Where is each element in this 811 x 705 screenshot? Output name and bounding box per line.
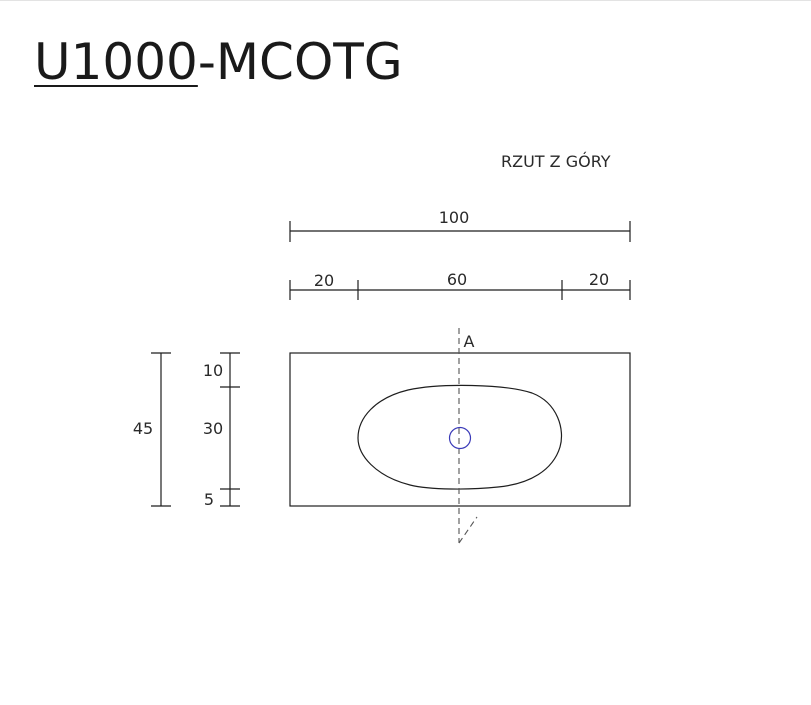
dim-left-margin: 20 <box>314 271 334 290</box>
segment-depth-dimension <box>220 352 240 507</box>
dim-top-margin: 10 <box>203 361 223 380</box>
segment-width-dimension <box>289 280 631 300</box>
dim-bottom-margin: 5 <box>204 490 214 509</box>
drain-hole-icon <box>448 426 472 450</box>
page-title: U1000-MCOTG <box>34 30 403 94</box>
dim-right-margin: 20 <box>589 270 609 289</box>
dim-overall-depth: 45 <box>133 419 153 438</box>
overall-width-dimension <box>289 221 631 242</box>
dim-basin-width: 60 <box>447 270 467 289</box>
dim-overall-width: 100 <box>439 208 470 227</box>
model-code: U1000 <box>34 33 198 91</box>
model-suffix: -MCOTG <box>197 33 403 91</box>
section-line-a <box>458 328 478 544</box>
basin-outline <box>357 384 563 490</box>
section-label: A <box>464 332 475 351</box>
overall-depth-dimension <box>151 352 171 507</box>
top-divider <box>0 0 811 1</box>
countertop-outline <box>289 352 631 507</box>
dim-basin-depth: 30 <box>203 419 223 438</box>
view-label: RZUT Z GÓRY <box>501 152 611 171</box>
